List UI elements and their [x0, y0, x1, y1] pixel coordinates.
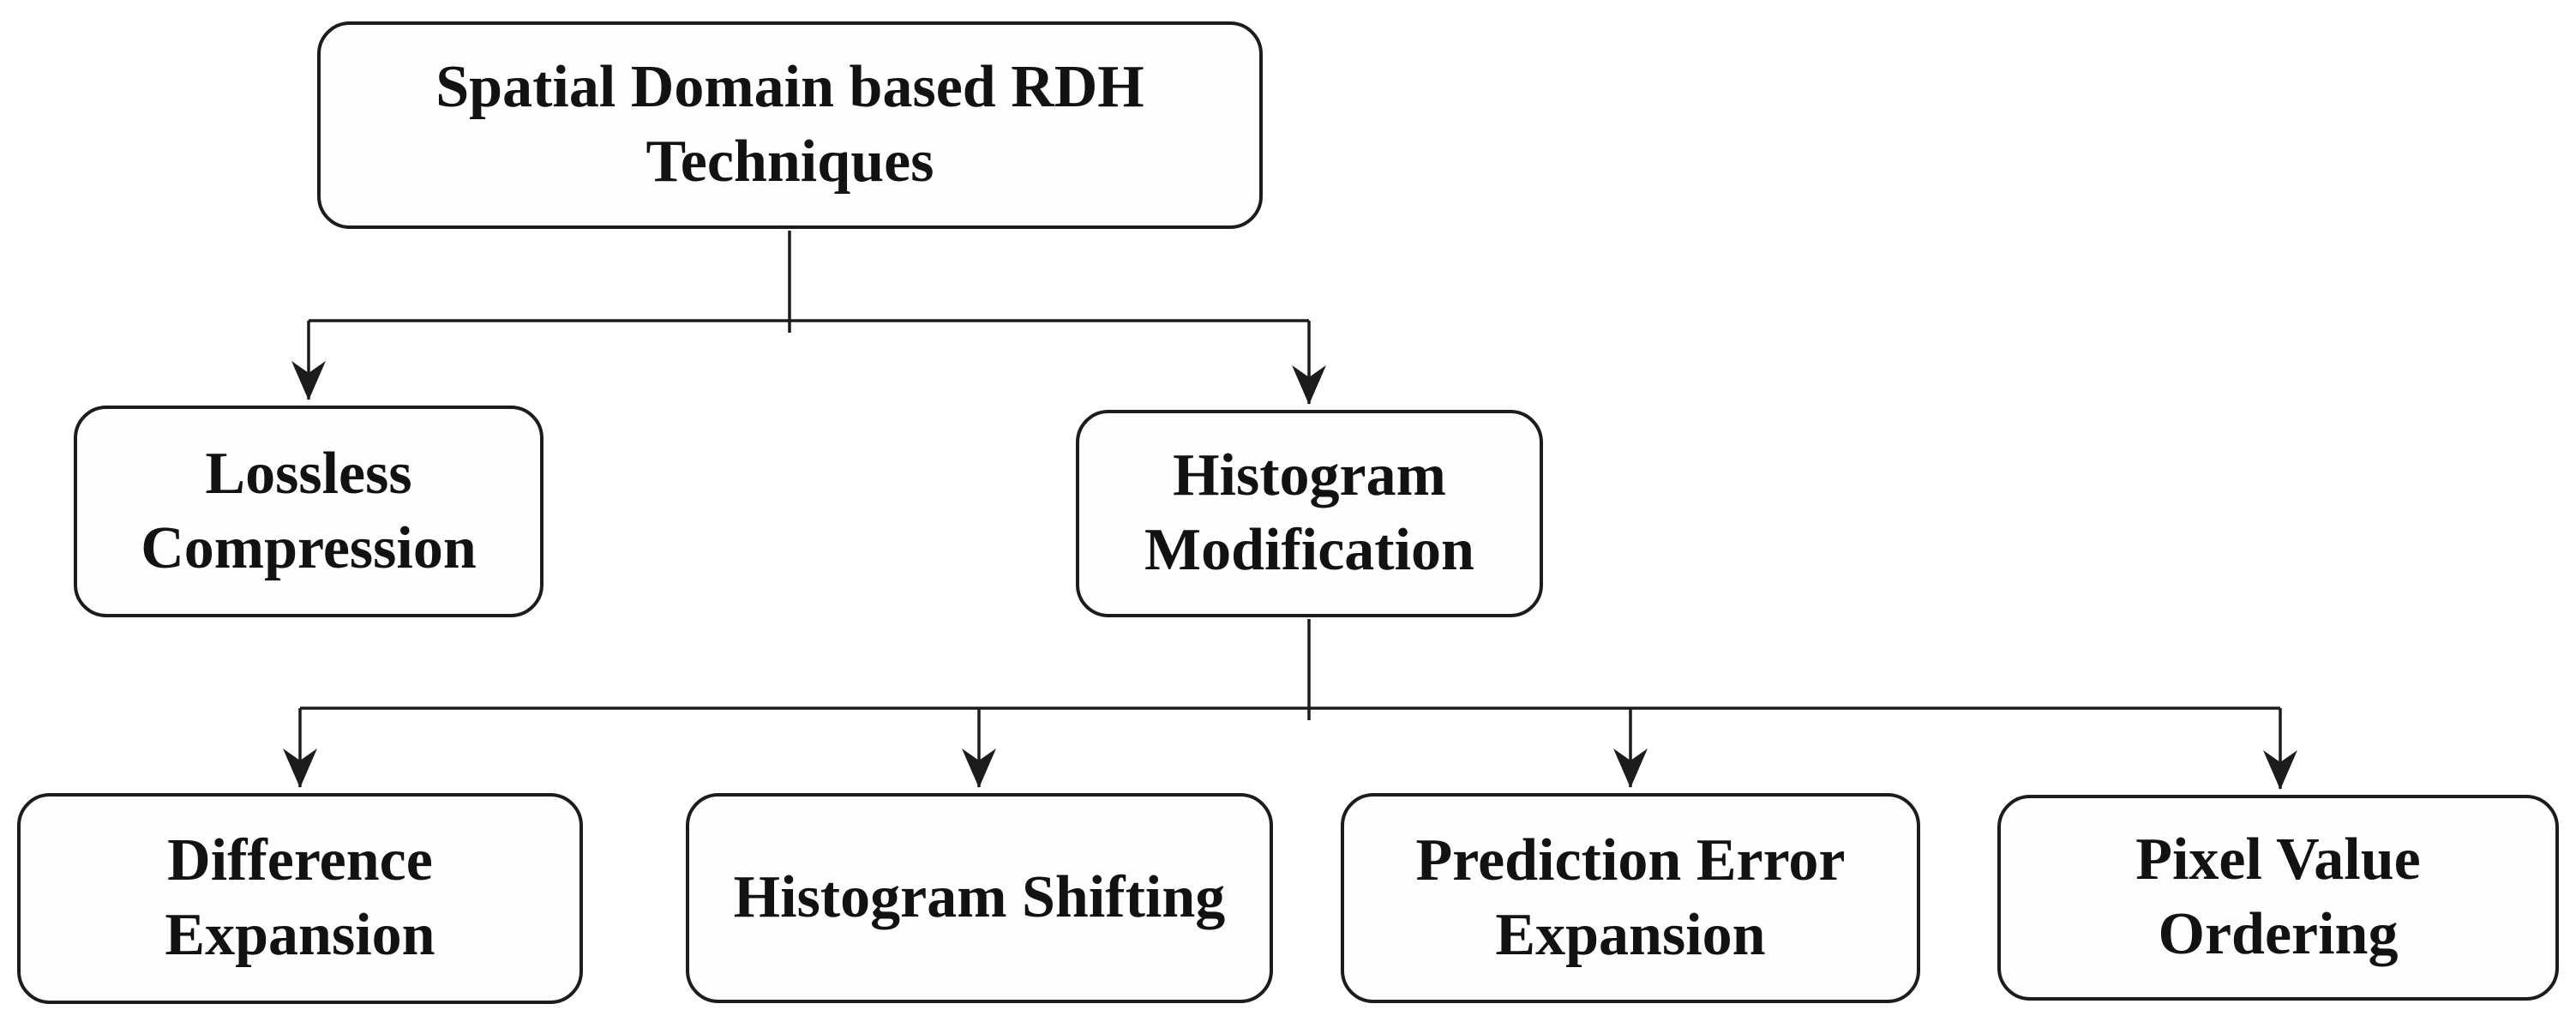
- node-histogram-modification-label: Histogram Modification: [1144, 442, 1474, 583]
- node-histogram-modification: Histogram Modification: [1076, 410, 1543, 617]
- node-lossless-compression: Lossless Compression: [74, 406, 543, 617]
- node-prediction-error-expansion-label: Prediction Error Expansion: [1415, 827, 1846, 968]
- node-pixel-value-ordering-label: Pixel Value Ordering: [2135, 827, 2421, 967]
- node-spatial-domain-rdh-techniques: Spatial Domain based RDH Techniques: [317, 21, 1263, 229]
- node-pixel-value-ordering: Pixel Value Ordering: [1997, 795, 2559, 1001]
- node-histogram-shifting-label: Histogram Shifting: [733, 864, 1226, 931]
- node-lossless-compression-label: Lossless Compression: [141, 440, 477, 581]
- node-spatial-domain-rdh-techniques-label: Spatial Domain based RDH Techniques: [435, 54, 1144, 195]
- node-histogram-shifting: Histogram Shifting: [686, 793, 1273, 1003]
- node-prediction-error-expansion: Prediction Error Expansion: [1341, 793, 1920, 1003]
- node-difference-expansion: Difference Expansion: [17, 793, 583, 1004]
- node-difference-expansion-label: Difference Expansion: [165, 827, 435, 968]
